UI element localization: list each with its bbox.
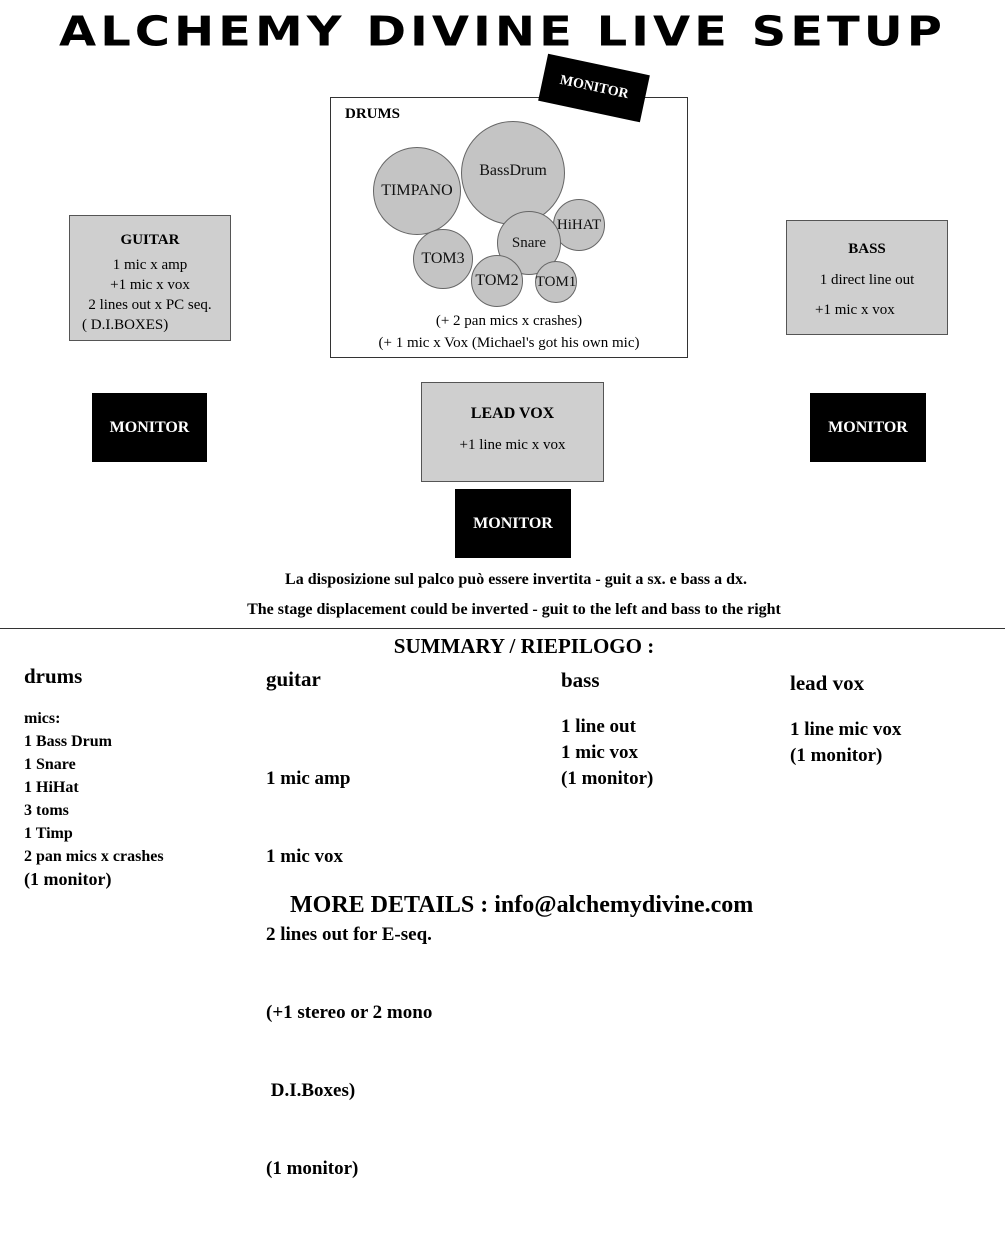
bass-heading: BASS (848, 241, 886, 257)
summary-guitar-item: D.I.Boxes) (266, 1080, 356, 1101)
leadvox-line-1: +1 line mic x vox (459, 437, 566, 453)
summary-bass-title: bass (561, 668, 600, 692)
summary-leadvox-list: 1 line mic vox (1 monitor) (790, 717, 901, 769)
summary-guitar-title: guitar (266, 667, 321, 691)
summary-bass-item: 1 mic vox (561, 742, 639, 763)
note-italian: La disposizione sul palco può essere inv… (285, 571, 747, 588)
summary-leadvox-item: (1 monitor) (790, 745, 883, 766)
drums-note-1: (+ 2 pan mics x crashes) (435, 313, 583, 329)
summary-drums-item: (1 monitor) (24, 869, 112, 889)
summary-drums-title: drums (24, 664, 83, 688)
page-title: ALCHEMY DIVINE LIVE SETUP (59, 8, 946, 56)
summary-drums-item: 3 toms (24, 802, 69, 819)
summary-guitar: guitar 1 mic amp 1 mic vox 2 lines out f… (266, 667, 432, 1234)
guitar-line-1: 1 mic x amp (112, 257, 188, 273)
bassdrum-label: BassDrum (479, 162, 547, 179)
summary-bass-list: 1 line out 1 mic vox (1 monitor) (561, 714, 653, 792)
monitor-guitar: MONITOR (92, 393, 207, 462)
guitar-area: GUITAR 1 mic x amp +1 mic x vox 2 lines … (69, 215, 231, 341)
drum-tom3: TOM3 (413, 229, 473, 289)
summary-drums-item: 1 Timp (24, 825, 73, 842)
guitar-heading: GUITAR (120, 232, 180, 248)
summary-drums-item: 1 Snare (24, 756, 76, 773)
summary-bass: bass 1 line out 1 mic vox (1 monitor) (561, 668, 653, 792)
guitar-line-3: 2 lines out x PC seq. (88, 297, 212, 313)
divider (0, 628, 1005, 629)
drum-hihat: HiHAT (553, 199, 605, 251)
summary-leadvox-title: lead vox (790, 671, 865, 695)
summary-guitar-item: (+1 stereo or 2 mono (266, 1002, 433, 1023)
summary-guitar-item: 1 mic amp (266, 768, 351, 789)
footer-contact[interactable]: MORE DETAILS : info@alchemydivine.com (290, 892, 754, 918)
leadvox-area: LEAD VOX +1 line mic x vox (421, 382, 604, 482)
summary-bass-item: 1 line out (561, 716, 636, 737)
monitor-leadvox: MONITOR (455, 489, 571, 558)
note-english: The stage displacement could be inverted… (247, 601, 781, 618)
drum-bassdrum: BassDrum (461, 121, 565, 225)
summary-guitar-item: 1 mic vox (266, 846, 344, 867)
summary-drums-item: 1 Bass Drum (24, 733, 113, 750)
summary-drums-item: 2 pan mics x crashes (24, 848, 164, 865)
monitor-bass: MONITOR (810, 393, 926, 462)
summary-drums: drums mics: 1 Bass Drum 1 Snare 1 HiHat … (24, 664, 164, 891)
summary-guitar-item: 2 lines out for E-seq. (266, 924, 432, 945)
bass-line-1: 1 direct line out (819, 272, 915, 288)
summary-drums-item: mics: (24, 710, 61, 727)
summary-leadvox-item: 1 line mic vox (790, 719, 902, 740)
drums-area: DRUMS TIMPANO BassDrum HiHAT Snare TOM3 … (330, 97, 688, 358)
summary-bass-item: (1 monitor) (561, 768, 654, 789)
guitar-line-2: +1 mic x vox (110, 277, 190, 293)
summary-guitar-list: 1 mic amp 1 mic vox 2 lines out for E-se… (266, 714, 432, 1234)
drum-tom1: TOM1 (535, 261, 577, 303)
drum-timpano: TIMPANO (373, 147, 461, 235)
guitar-line-4: ( D.I.BOXES) (82, 317, 169, 333)
bass-area: BASS 1 direct line out +1 mic x vox (786, 220, 948, 335)
drums-heading: DRUMS (345, 106, 400, 122)
bass-line-2: +1 mic x vox (815, 302, 895, 318)
summary-guitar-item: (1 monitor) (266, 1158, 359, 1179)
summary-drums-list: mics: 1 Bass Drum 1 Snare 1 HiHat 3 toms… (24, 707, 164, 891)
drums-note-2: (+ 1 mic x Vox (Michael's got his own mi… (378, 335, 640, 351)
summary-drums-item: 1 HiHat (24, 779, 79, 796)
summary-heading: SUMMARY / RIEPILOGO : (393, 634, 655, 658)
summary-leadvox: lead vox 1 line mic vox (1 monitor) (790, 671, 901, 769)
leadvox-heading: LEAD VOX (470, 405, 555, 422)
drum-tom2: TOM2 (471, 255, 523, 307)
